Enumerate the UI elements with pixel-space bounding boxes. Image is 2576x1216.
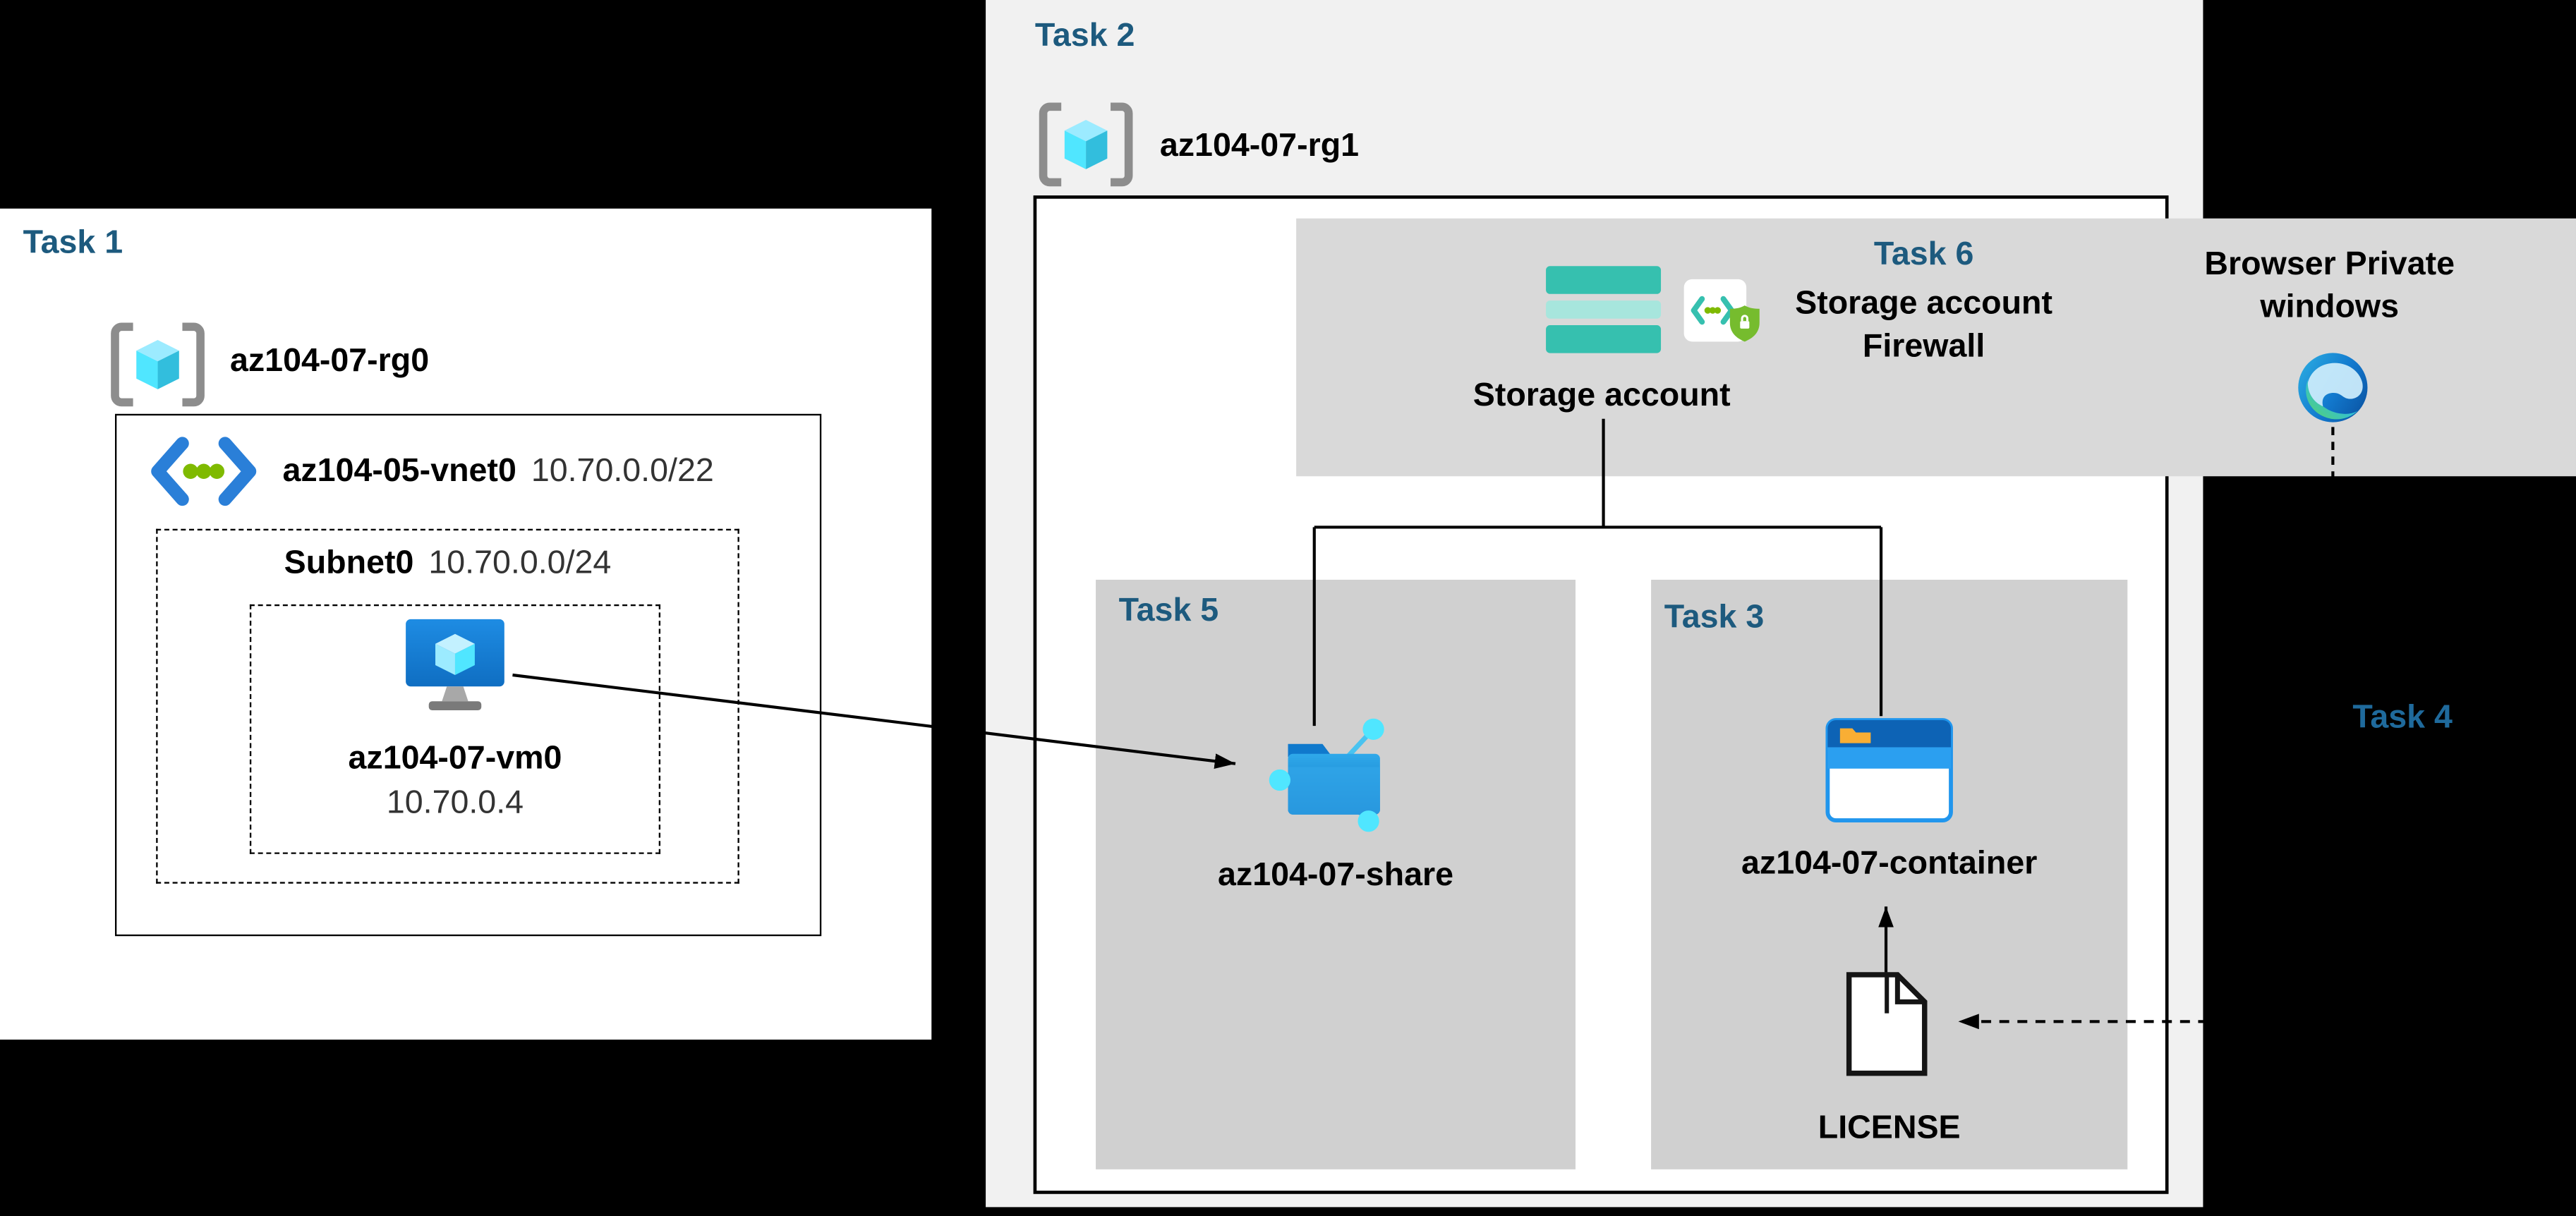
share-name: az104-07-share (1218, 857, 1454, 894)
storage-firewall-icon (1682, 273, 1761, 348)
vnet-cidr: 10.70.0.0/22 (531, 453, 714, 490)
subnet-name: Subnet0 (284, 545, 414, 582)
vnet-title: az104-05-vnet0 10.70.0.0/22 (282, 451, 713, 491)
task6-caption-line2: Firewall (1862, 328, 1985, 365)
task6-label: Task 6 (1873, 236, 1974, 273)
task6-caption-line1: Storage account (1795, 286, 2053, 322)
license-document-icon (1842, 971, 1932, 1077)
browser-label-line2: windows (2260, 288, 2400, 326)
task3-label: Task 3 (1664, 599, 1765, 636)
rg1-name: az104-07-rg1 (1159, 128, 1360, 164)
vm-ip: 10.70.0.4 (386, 784, 524, 822)
browser-label-line1: Browser Private (2204, 246, 2455, 283)
subnet-cidr: 10.70.0.0/24 (428, 545, 612, 582)
resource-group-icon (109, 320, 207, 409)
task4-label: Task 4 (2352, 699, 2453, 736)
storage-account-icon (1544, 255, 1663, 370)
task5-label: Task 5 (1118, 592, 1219, 629)
license-label: LICENSE (1818, 1110, 1961, 1147)
vm-name: az104-07-vm0 (348, 741, 562, 777)
file-share-icon (1266, 711, 1398, 839)
storage-account-label: Storage account (1473, 377, 1731, 414)
vnet-name: az104-05-vnet0 (282, 453, 516, 490)
virtual-machine-icon (404, 617, 506, 716)
container-name: az104-07-container (1741, 846, 2038, 882)
blob-container-icon (1825, 718, 1954, 823)
task2-label: Task 2 (1034, 18, 1135, 54)
edge-browser-icon (2297, 351, 2369, 423)
virtual-network-icon (148, 432, 260, 511)
rg0-name: az104-07-rg0 (229, 343, 430, 379)
task1-label: Task 1 (23, 224, 123, 262)
subnet-title: Subnet0 10.70.0.0/24 (156, 544, 739, 583)
resource-group-icon (1036, 100, 1135, 189)
